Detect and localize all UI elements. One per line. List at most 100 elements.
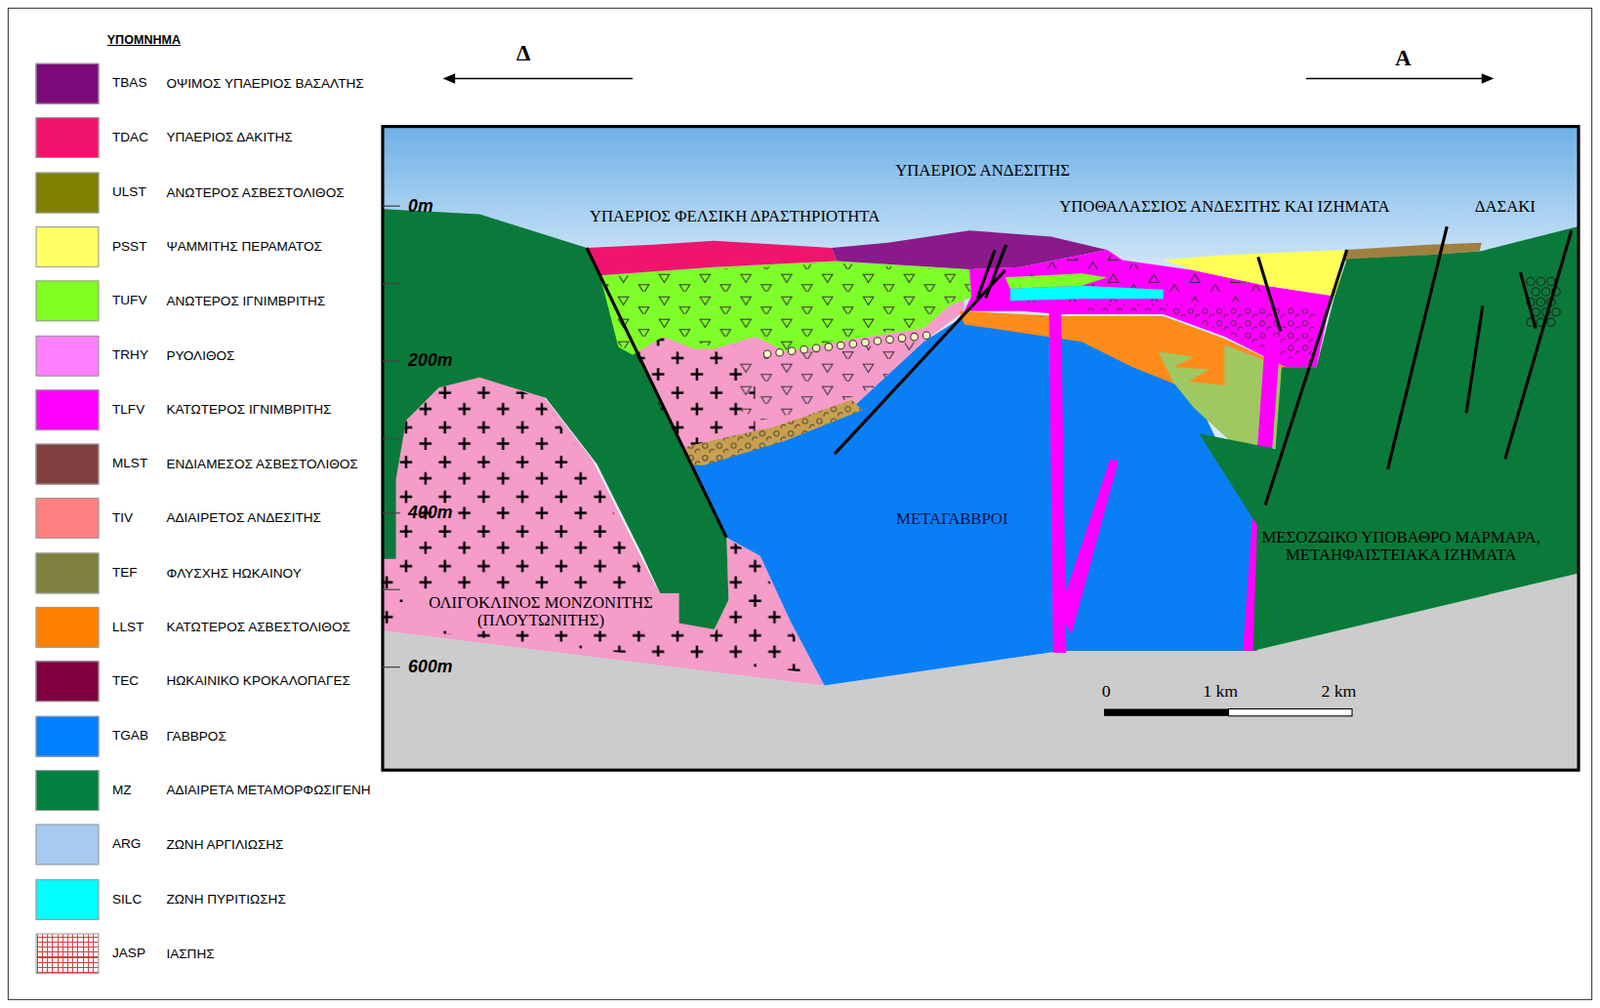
upper-ignimbrite-tri: [602, 263, 972, 354]
rhyolite-triangles: [735, 341, 919, 420]
metamorphic-east: [1198, 226, 1579, 652]
unit-label: ΥΠΟΘΑΛΑΣΣΙΟΣ ΑΝΔΕΣΙΤΗΣ ΚΑΙ ΙΖΗΜΑΤΑ: [1059, 198, 1390, 217]
art-part: [382, 360, 401, 362]
fault-line: [985, 245, 1007, 298]
depth-label: 200m: [408, 351, 452, 371]
legend-swatch: [36, 715, 100, 757]
legend-text: ΖΩΝΗ ΠΥΡΙΤΙΩΣΗΣ: [165, 891, 286, 907]
legend-row: ΡΥΟΛΙΘΟΣ: [0, 332, 378, 378]
legend-row: ΟΨΙΜΟΣ ΥΠΑΕΡΙΟΣ ΒΑΣΑΛΤΗΣ: [0, 61, 378, 107]
pebble: [873, 337, 882, 346]
legend-swatch: [36, 444, 100, 486]
legend-text: ΑΝΩΤΕΡΟΣ ΑΣΒΕΣΤΟΛΙΘΟΣ: [165, 184, 344, 201]
legend-swatch: [36, 879, 100, 921]
legend-swatch: [36, 171, 100, 213]
legend-row: ΓΑΒΒΡΟΣ: [0, 713, 378, 759]
depth-label: 0m: [408, 196, 434, 216]
legend-row: ΨΑΜΜΙΤΗΣ ΠΕΡΑΜΑΤΟΣ: [0, 224, 378, 270]
pebble: [1536, 277, 1545, 286]
legend-text: ΚΑΤΩΤΕΡΟΣ ΙΓΝΙΜΒΡΙΤΗΣ: [165, 402, 331, 418]
pebble: [812, 344, 821, 353]
legend-row: ΥΠΑΕΡΙΟΣ ΔΑΚΙΤΗΣ: [0, 115, 378, 161]
art-part: [451, 78, 633, 81]
legend-swatch: [36, 281, 100, 323]
pebble: [1541, 287, 1550, 296]
legend-text: ΖΩΝΗ ΑΡΓΙΛΙΩΣΗΣ: [165, 836, 284, 853]
pebble: [763, 350, 772, 359]
unit-code: JASP: [112, 945, 146, 962]
depth-ticks: [382, 205, 401, 667]
pebble: [1547, 318, 1556, 327]
section-frame: [382, 126, 1579, 772]
legend-swatch: [36, 770, 100, 812]
unit-code: TDAC: [112, 130, 149, 147]
pebble: [849, 340, 858, 349]
legend-row: ΑΝΩΤΕΡΟΣ ΙΓΝΙΜΒΡΙΤΗΣ: [0, 279, 378, 325]
legend-row: ΗΩΚΑΙΝΙΚΟ ΚΡΟΚΑΛΟΠΑΓΕΣ: [0, 659, 378, 705]
legend-text: ΚΑΤΩΤΕΡΟΣ ΑΣΒΕΣΤΟΛΙΘΟΣ: [165, 618, 351, 635]
art-part: [382, 283, 401, 285]
pebble: [910, 332, 919, 341]
pebble: [1526, 277, 1535, 286]
art-part: [382, 589, 401, 591]
legend-row: ΚΑΤΩΤΕΡΟΣ ΙΓΝΙΜΒΡΙΤΗΣ: [0, 387, 378, 433]
art-part: [382, 205, 401, 207]
pebble: [922, 331, 931, 340]
unit-code: TEC: [112, 674, 139, 691]
fault-line: [1388, 226, 1448, 470]
legend-text: ΟΨΙΜΟΣ ΥΠΑΕΡΙΟΣ ΒΑΣΑΛΤΗΣ: [165, 75, 364, 91]
upper-ignimbrite: [600, 261, 976, 356]
legend-swatch: [36, 118, 100, 160]
pebble: [1531, 287, 1540, 296]
pebble: [1536, 297, 1545, 306]
pebble: [861, 338, 870, 347]
legend-swatch: [36, 498, 100, 540]
legend-row: ΕΝΔΙΑΜΕΣΟΣ ΑΣΒΕΣΤΟΛΙΘΟΣ: [0, 442, 378, 488]
art-part: [1306, 78, 1486, 81]
place-label: ΔΑΣΑΚΙ: [1475, 198, 1536, 217]
pebble: [886, 335, 895, 344]
legend-swatch: [36, 607, 100, 649]
art-part: [1481, 73, 1495, 83]
fault-lines: [586, 226, 1572, 538]
fault-line: [1258, 256, 1281, 331]
dike-branch: [1059, 458, 1119, 635]
scale-bar: [1104, 708, 1353, 716]
dacite: [586, 241, 837, 277]
legend-row: ΖΩΝΗ ΠΥΡΙΤΙΩΣΗΣ: [0, 876, 378, 922]
pebble: [1547, 277, 1556, 286]
fault-line: [1519, 272, 1536, 329]
legend-text: ΗΩΚΑΙΝΙΚΟ ΚΡΟΚΑΛΟΠΑΓΕΣ: [165, 673, 350, 690]
legend-text: ΥΠΑΕΡΙΟΣ ΔΑΚΙΤΗΣ: [165, 129, 292, 146]
unit-label: ΜΕΤΑΓΑΒΒΡΟΙ: [896, 509, 1008, 529]
legend-row: ΙΑΣΠΗΣ: [0, 931, 378, 977]
unit-code: TIV: [112, 511, 133, 528]
legend-heading: ΥΠΟΜΝΗΜΑ: [107, 33, 181, 47]
art-part: [1104, 708, 1230, 716]
fault-line: [1466, 306, 1483, 414]
direction-letter: Δ: [516, 40, 531, 66]
scale-number: 1 km: [1202, 681, 1238, 701]
unit-code: ARG: [112, 837, 141, 854]
fault-line: [977, 249, 995, 298]
unit-code: ULST: [112, 184, 147, 201]
pebble: [898, 334, 906, 343]
legend-swatch: [36, 334, 100, 376]
legend-row: ΑΝΩΤΕΡΟΣ ΑΣΒΕΣΤΟΛΙΘΟΣ: [0, 169, 378, 215]
unit-code: TUFV: [112, 293, 147, 310]
legend-swatch: [36, 933, 100, 975]
depth-label: 400m: [408, 503, 452, 524]
rock-units: [382, 208, 1579, 771]
art-part: [382, 438, 401, 440]
pebble: [837, 341, 846, 350]
legend-text: ΨΑΜΜΙΤΗΣ ΠΕΡΑΜΑΤΟΣ: [165, 238, 323, 254]
legend-row: ΖΩΝΗ ΑΡΓΙΛΙΩΣΗΣ: [0, 822, 378, 868]
legend-swatch: [36, 824, 100, 866]
page-border: [7, 7, 1592, 1000]
silicified-zone: [1010, 286, 1164, 302]
direction-letter: Α: [1394, 44, 1412, 71]
legend-swatch: [36, 661, 100, 703]
unit-code: TEF: [112, 565, 138, 581]
unit-code: MLST: [112, 456, 148, 473]
